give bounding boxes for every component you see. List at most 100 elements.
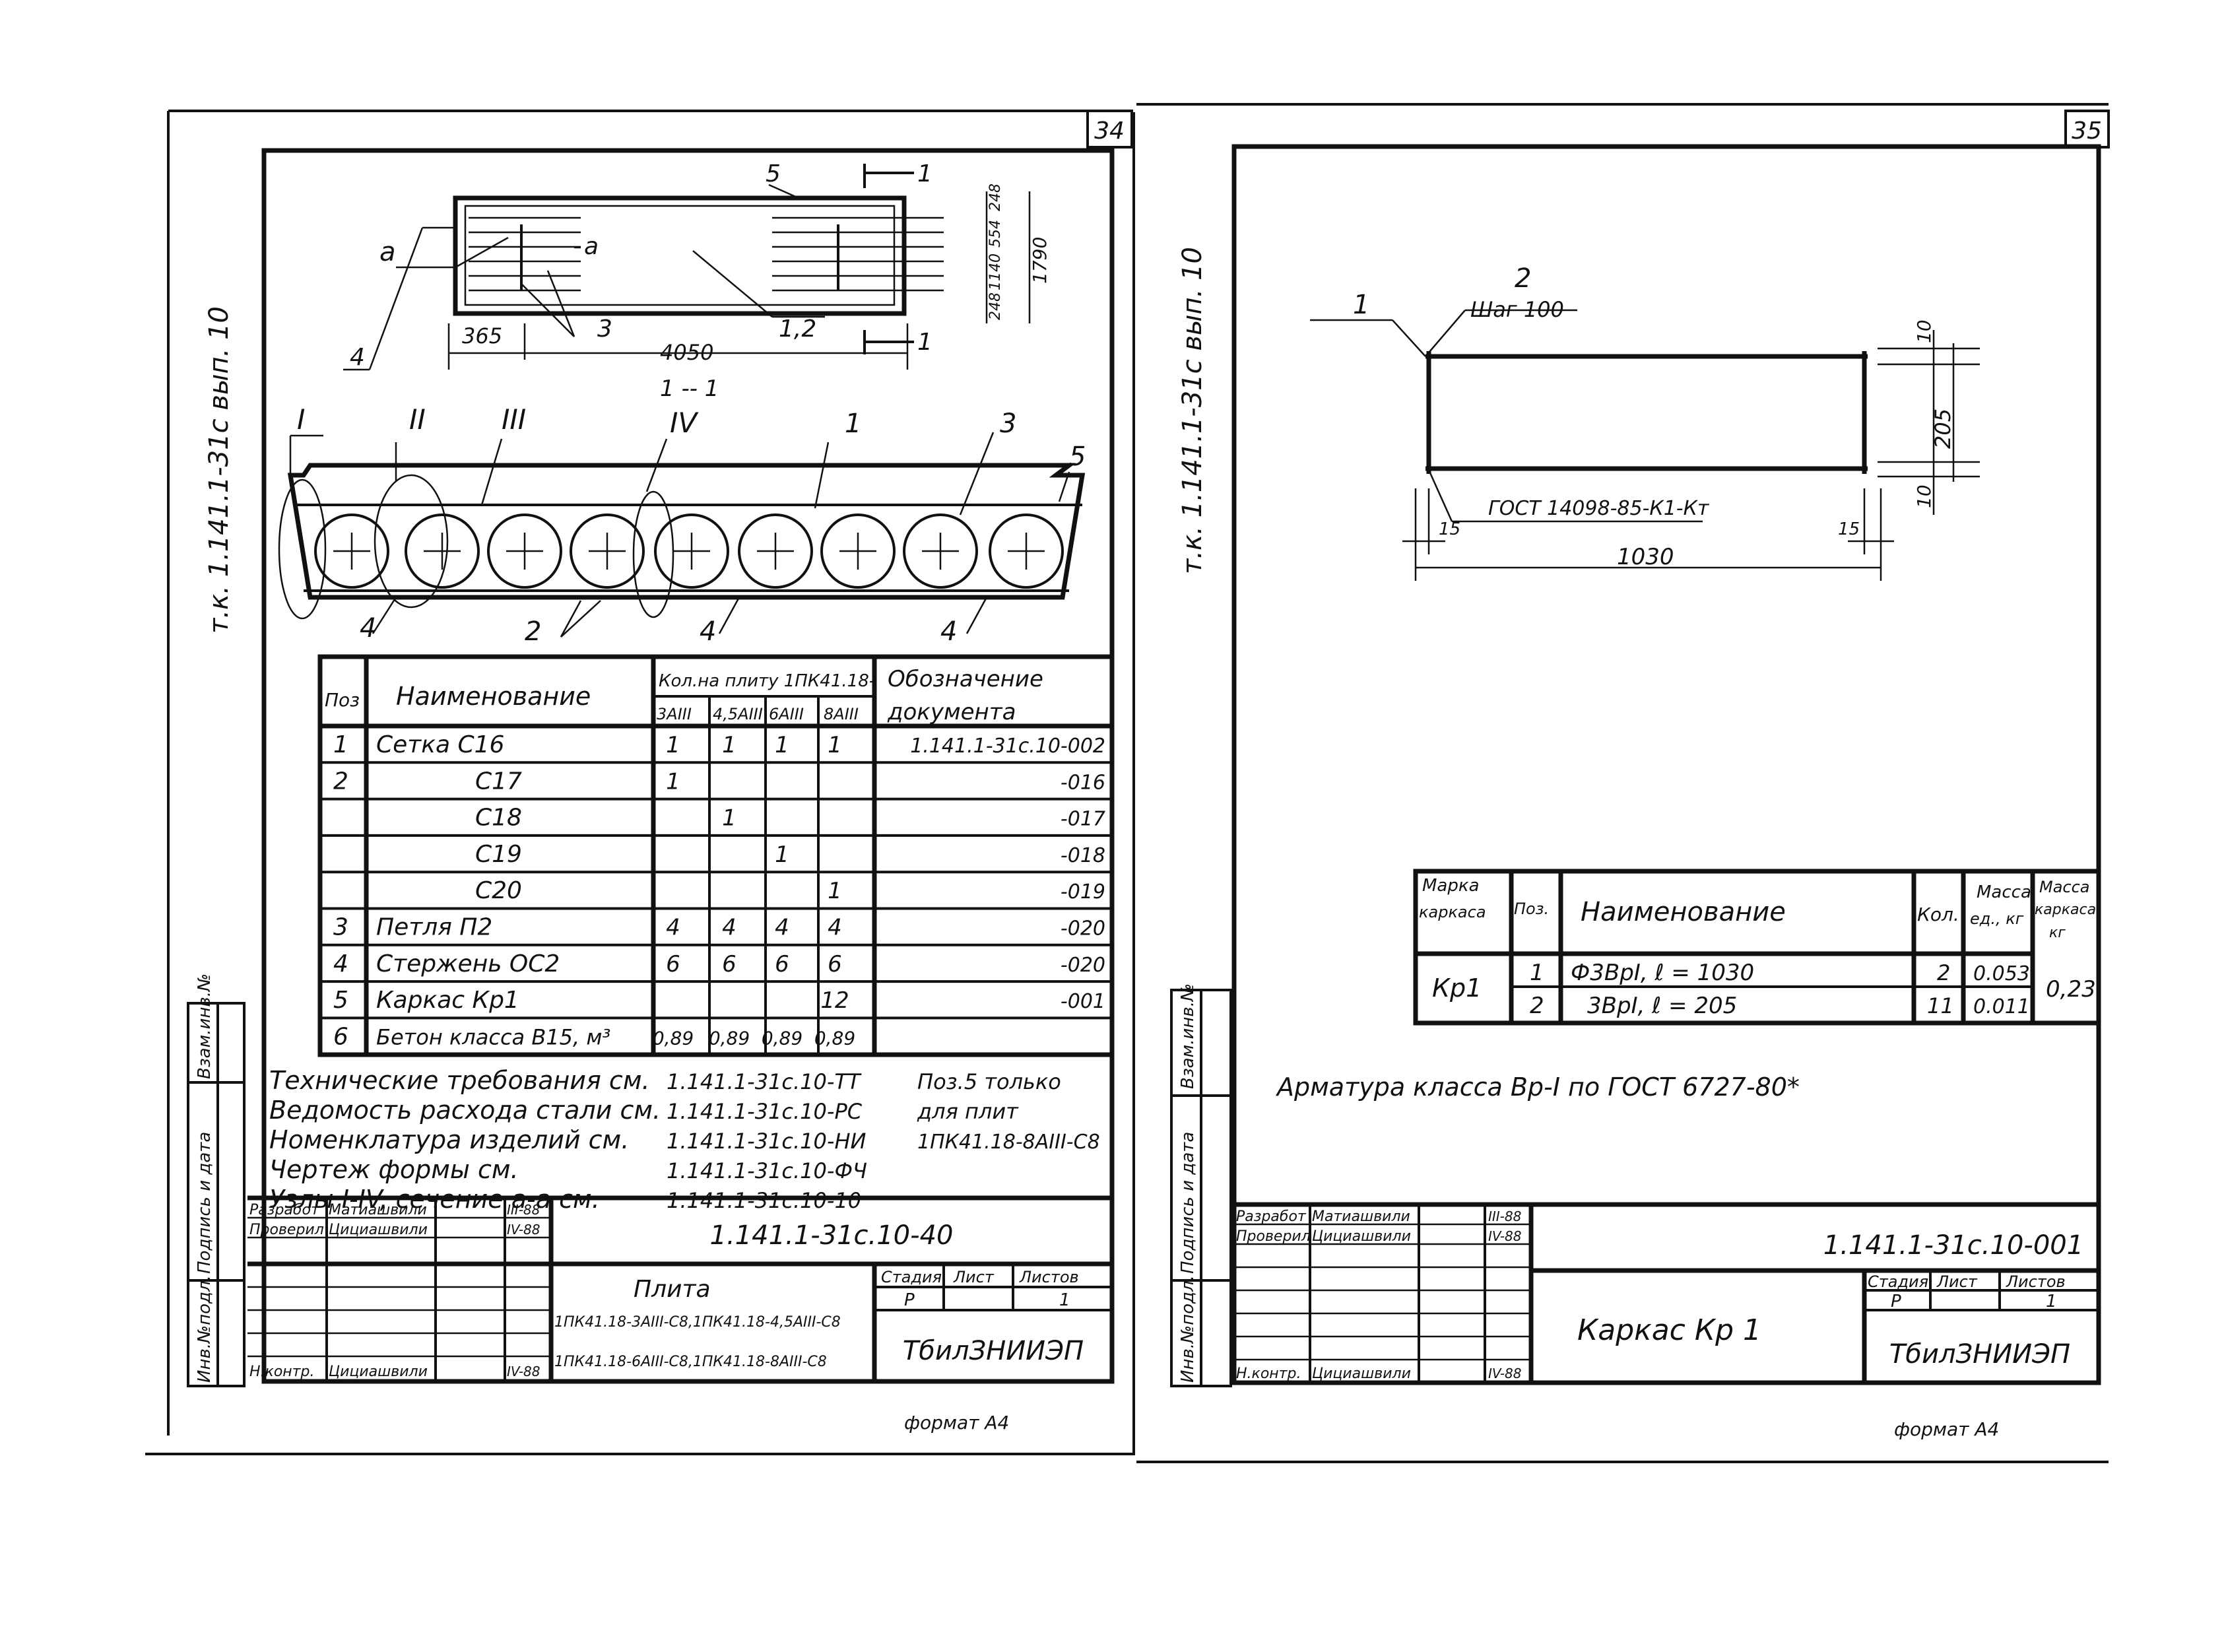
left-side-frame: Инв.№подл. Подпись и дата Взам.инв.№ (187, 974, 246, 1387)
spec-row-doc: -017 (1061, 808, 1105, 831)
plan-label-a-inner: а (584, 233, 599, 260)
spec-row-pos: 3 (333, 914, 348, 941)
rt-header-mass-2: ед., кг (1970, 909, 2024, 928)
spec-qty-col-3: 6АIII (769, 705, 804, 723)
section-void-circle (738, 513, 813, 589)
leader (546, 270, 575, 337)
rtb-code: 1.141.1-31с.10-001 (1823, 1230, 2083, 1261)
spec-row-name: Петля П2 (376, 914, 492, 941)
frame-drawing: 1 2 Шаг 100 ГОСТ 14098-85-К1-Кт 15 15 10… (1310, 263, 1980, 581)
frame-pos-1: 1 (1353, 290, 1369, 320)
side-frame-box (187, 1002, 246, 1387)
leader (372, 597, 397, 634)
spec-row-name: Стержень ОС2 (376, 950, 560, 977)
section-outline (287, 463, 1086, 600)
side-note-1: Поз.5 только (917, 1069, 1061, 1094)
plan-cut-bottom: 1 (917, 329, 933, 356)
spec-row-qty: 6 (828, 951, 842, 977)
rt-header-qty: Кол. (1917, 904, 1959, 925)
section-void-circle (314, 513, 389, 589)
rtb-role-3: Н.контр. (1236, 1366, 1301, 1382)
side-note-3: 1ПК41.18-8АIII-С8 (917, 1131, 1100, 1154)
spec-row-name: Каркас Кр1 (376, 987, 519, 1014)
tb-title-line2: 1ПК41.18-6АIII-С8,1ПК41.18-8АIII-С8 (554, 1354, 827, 1370)
spec-row-qty: 0,89 (762, 1027, 802, 1049)
plan-cut-label: 1 -- 1 (660, 376, 719, 402)
rt-row2-mass: 0.011 (1973, 995, 2030, 1018)
right-spec-table: Марка каркаса Поз. Наименование Кол. Мас… (1413, 869, 2101, 1026)
tb-sheets: 1 (1059, 1290, 1070, 1310)
section-void-circle (570, 513, 645, 589)
spec-row-doc: -020 (1061, 954, 1105, 977)
plan-dim-365: 365 (462, 323, 502, 348)
spec-header-doc-2: документа (887, 699, 1016, 725)
plan-inner-outline (464, 205, 896, 306)
tb-name-2: Цициашвили (329, 1222, 428, 1238)
spec-row-qty: 0,89 (653, 1027, 694, 1049)
spec-table-frame (317, 654, 1115, 1057)
side-note-2: для плит (917, 1099, 1019, 1124)
spec-row-name: Бетон класса В15, м³ (376, 1024, 610, 1049)
rtb-date-3: IV-88 (1488, 1366, 1522, 1381)
right-side-frame-sign: Подпись и дата (1178, 1132, 1198, 1274)
leader (692, 250, 773, 317)
right-title-block: Разработ Матиашвили III-88 Проверил Цици… (1234, 1202, 2099, 1383)
spec-row-qty: 6 (722, 951, 737, 977)
plan-cut-top: 1 (917, 160, 933, 187)
spec-row-qty: 4 (666, 915, 680, 941)
spec-row-doc: -016 (1061, 771, 1105, 794)
spec-row-qty: 0,89 (814, 1027, 855, 1049)
leader (768, 183, 799, 199)
leader (959, 432, 995, 515)
right-inner-frame (1231, 144, 2101, 1385)
spec-qty-col-1: 3АIII (657, 705, 692, 723)
right-table-frame (1413, 869, 2101, 1026)
spec-row-qty: 1 (828, 732, 842, 758)
rt-header-name: Наименование (1581, 897, 1786, 927)
leader (560, 600, 582, 638)
note-3-text: Номенклатура изделий см. (269, 1125, 629, 1154)
spec-row-pos: 5 (333, 987, 348, 1014)
rtb-role-2: Проверил (1236, 1228, 1311, 1245)
plan-right-dims: 248 1140 554 248 1790 (987, 183, 1051, 320)
frame-pos-2: 2 (1515, 263, 1531, 294)
rt-row2-name: 3ВрI, ℓ = 205 (1587, 993, 1737, 1019)
rtb-name-3: Цициашвили (1312, 1366, 1411, 1382)
spec-row-qty: 1 (722, 805, 737, 832)
tb-stage: Р (904, 1290, 915, 1310)
spec-row-pos: 1 (333, 731, 348, 758)
plan-dim-4050: 4050 (660, 340, 713, 365)
rt-header-frame-mass-3: кг (2049, 925, 2066, 941)
plan-label-4: 4 (350, 344, 365, 371)
section-node-1: I (297, 403, 305, 436)
spec-row-doc: -001 (1061, 990, 1105, 1013)
section-node-4: IV (670, 407, 699, 439)
section-void-circle (405, 513, 480, 589)
right-sheet: 35 т.к. 1.141.1-31с вып. 10 1 2 Шаг 100 … (1136, 103, 2110, 1463)
leader (368, 227, 424, 370)
rtb-date-2: IV-88 (1488, 1228, 1522, 1244)
leader (814, 442, 830, 509)
spec-row-qty: 4 (722, 915, 737, 941)
plan-dim-554: 554 (987, 220, 1004, 248)
leader (1425, 310, 1466, 357)
right-sheet-number: 35 (2072, 117, 2102, 145)
section-pos-4c: 4 (940, 616, 957, 647)
left-plan-drawing: а а 5 4 3 1,2 365 4050 1 -- 1 1 1 (343, 160, 1051, 402)
tb-role-1: Разработ (249, 1202, 320, 1218)
tb-sheets-label: Листов (1019, 1268, 1079, 1286)
note-2-ref: 1.141.1-31с.10-РС (667, 1099, 863, 1124)
node-ellipse (278, 479, 327, 620)
plan-dim-248-top: 248 (987, 183, 1004, 211)
spec-row-qty: 1 (666, 768, 680, 795)
tb-role-2: Проверил (249, 1222, 324, 1238)
spec-qty-col-2: 4,5АIII (713, 705, 763, 723)
spec-row-name: С17 (475, 768, 522, 795)
leader (521, 283, 575, 337)
section-voids (314, 513, 1064, 589)
spec-row-pos: 6 (333, 1023, 348, 1050)
left-section-drawing: I II III IV 1 3 5 4 4 4 2 (278, 403, 1086, 647)
rt-row1-pos: 1 (1530, 960, 1544, 986)
